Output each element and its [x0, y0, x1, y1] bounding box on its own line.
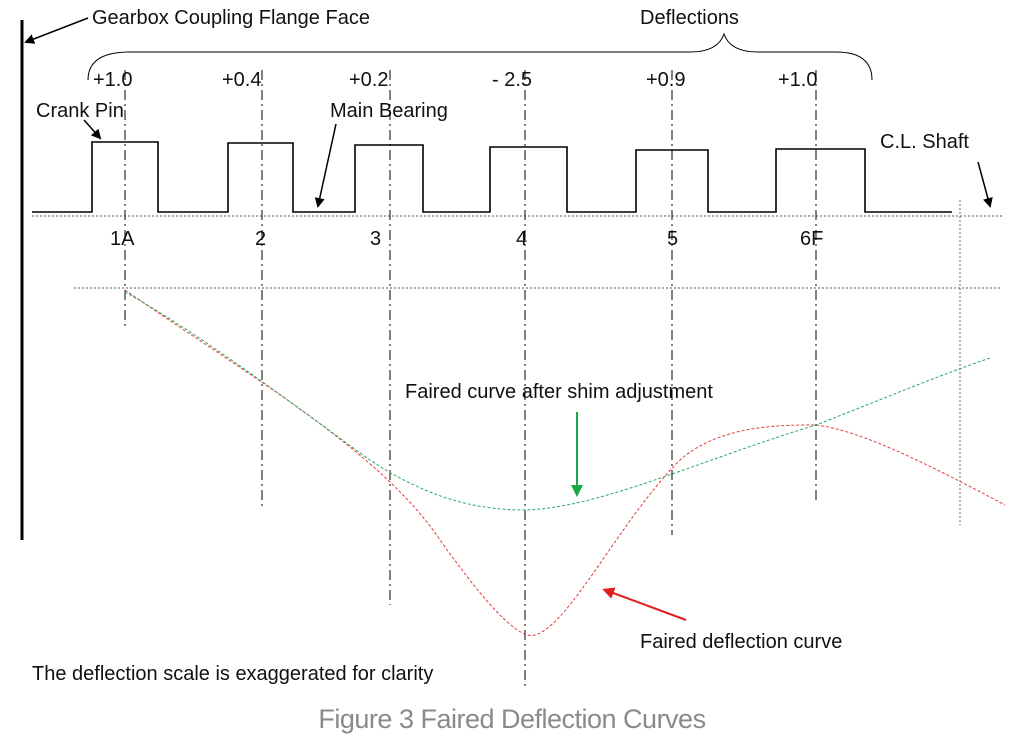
main-bearing-arrow — [314, 123, 337, 208]
deflection-value: +0.4 — [222, 69, 261, 91]
deflection-value: +0.9 — [646, 69, 685, 91]
deflection-value: - 2.5 — [492, 69, 532, 91]
cylinder-numbers: 1A 2 3 4 5 6F — [110, 228, 823, 250]
crank-pin-arrow — [83, 119, 102, 140]
deflection-values: +1.0 +0.4 +0.2 - 2.5 +0.9 +1.0 — [93, 69, 817, 91]
deflection-value: +1.0 — [778, 69, 817, 91]
cylinder-number: 5 — [667, 228, 678, 250]
deflection-curve-arrow — [602, 587, 687, 621]
deflection-value: +0.2 — [349, 69, 388, 91]
shim-curve-label: Faired curve after shim adjustment — [405, 381, 713, 403]
cylinder-number: 3 — [370, 228, 381, 250]
deflection-value: +1.0 — [93, 69, 132, 91]
scale-note: The deflection scale is exaggerated for … — [32, 663, 433, 685]
deflections-brace — [87, 32, 873, 81]
shim-adjusted-curve — [124, 291, 991, 511]
cylinder-number: 4 — [516, 228, 527, 250]
faired-deflection-curve — [124, 289, 1006, 637]
flange-face-label: Gearbox Coupling Flange Face — [92, 7, 370, 29]
deflection-curve-label: Faired deflection curve — [640, 631, 842, 653]
cl-shaft-label: C.L. Shaft — [880, 131, 969, 153]
flange-face-arrow — [24, 17, 89, 44]
deflections-heading: Deflections — [640, 7, 739, 29]
figure-caption: Figure 3 Faired Deflection Curves — [318, 704, 706, 734]
cl-shaft-arrow — [977, 161, 993, 208]
crankshaft-outline — [32, 141, 952, 213]
cylinder-centre-lines — [124, 70, 817, 690]
crank-pin-label: Crank Pin — [36, 100, 124, 122]
cylinder-number: 6F — [800, 228, 823, 250]
main-bearing-label: Main Bearing — [330, 100, 448, 122]
cylinder-number: 2 — [255, 228, 266, 250]
cylinder-number: 1A — [110, 228, 135, 250]
